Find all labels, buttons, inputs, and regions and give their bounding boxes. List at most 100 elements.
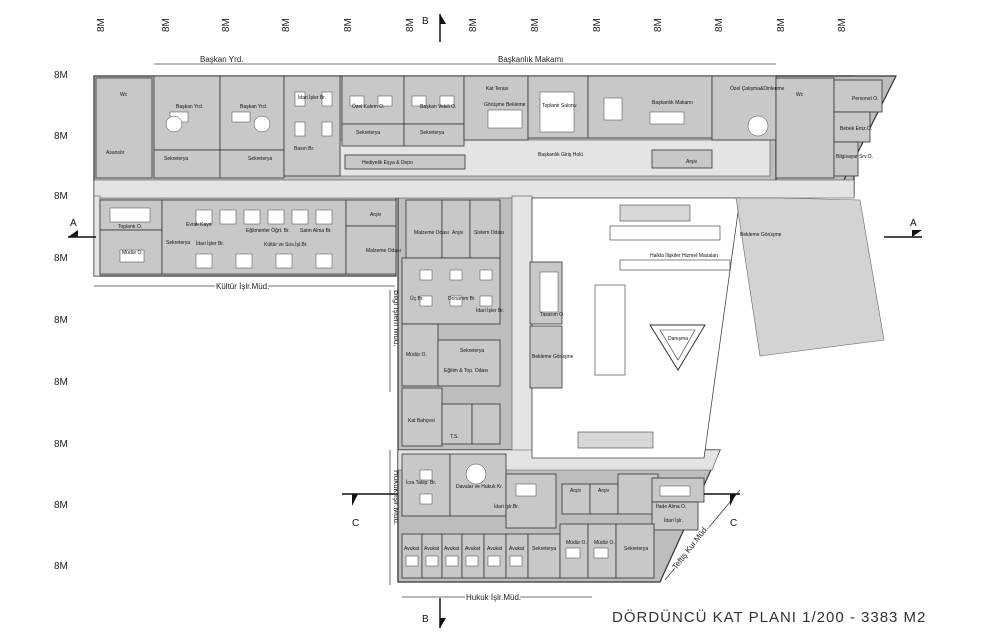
section-letter-a-left: A — [70, 218, 77, 229]
room-label: Avukat — [487, 546, 503, 552]
room-label: Müdür O. — [406, 352, 427, 358]
room-label: Sekreterya — [166, 240, 190, 246]
room-label: Eğitim & Top. Odası — [444, 368, 488, 374]
grid-label: 8M — [714, 18, 725, 32]
section-marks: A A B B C C — [68, 14, 922, 628]
grid-label: 8M — [281, 18, 292, 32]
section-letter-b-bottom: B — [422, 614, 429, 625]
room-label: Müdür O. — [566, 540, 587, 546]
room-label: Arşiv — [686, 159, 698, 165]
dim-label-baskanlik: Başkanlık Makamı — [498, 55, 563, 64]
room-label: Müdür O. — [122, 250, 143, 256]
room-label: Özel Kalem O. — [352, 103, 385, 110]
room-label: İdari İşler Br. — [298, 94, 326, 101]
room-label: Eğitmenler Öğrt. Br. — [246, 227, 290, 234]
dimension-lines — [94, 63, 776, 598]
room-label: Malzeme Odası — [414, 230, 449, 236]
room-label: Bebek Emz.O. — [840, 126, 872, 132]
section-letter-c-right: C — [730, 518, 737, 529]
room-labels: Başkan Yrd. Başkan Yrd. Sekreterya Sekre… — [106, 85, 878, 552]
room-label: Davalar ve Hukuk Kr. — [456, 484, 503, 490]
room-label: Sekreterya — [356, 130, 380, 136]
room-label: Avukat — [509, 546, 525, 552]
room-label: İdari İşler Br. — [196, 240, 224, 247]
grid-label: 8M — [592, 18, 603, 32]
grid-label: 8M — [54, 439, 68, 450]
room-label: Özel Çalışma&Dinlenme — [730, 85, 785, 92]
room-label: Sistem Odası — [474, 230, 504, 236]
room-label: İcra Takip. Br. — [406, 479, 436, 486]
dim-label-baskan-yrd: Başkan Yrd. — [200, 55, 243, 64]
section-letter-b-top: B — [422, 16, 429, 27]
room-label: Görüşme Bekleme — [484, 102, 526, 108]
room-label: İdari İşlr.Br. — [494, 503, 519, 510]
grid-label: 8M — [530, 18, 541, 32]
room-label: Arşiv — [598, 488, 610, 494]
room-label: Arşiv — [570, 488, 582, 494]
room-label: Wc — [120, 92, 128, 98]
dim-label-hukuk-bottom: Hukuk İşlr.Müd. — [466, 593, 521, 602]
room-label: Avukat — [424, 546, 440, 552]
grid-label: 8M — [405, 18, 416, 32]
room-label: Toplantı Salonu — [542, 103, 577, 109]
room-label: Tasarım O. — [540, 312, 564, 318]
room-label: Başkan Vekili O. — [420, 104, 456, 110]
room-label: Sekreterya — [532, 546, 556, 552]
room-label: Basın Br. — [294, 146, 314, 152]
room-label: Sekreterya — [624, 546, 648, 552]
dim-label-kultur: Kültür İşlr.Müd. — [216, 282, 269, 291]
room-label: Malzeme Odası — [366, 248, 401, 254]
room-label: Satın Alma Br. — [300, 228, 332, 234]
plan-title: DÖRDÜNCÜ KAT PLANI 1/200 - 3383 M2 — [612, 608, 926, 626]
grid-label: 8M — [343, 18, 354, 32]
room-label: Sekreterya — [420, 130, 444, 136]
room-label: Başkanlık Makamı — [652, 100, 693, 106]
room-label: Üç Br. — [410, 295, 424, 302]
room-label: Başkanlık Giriş Holü — [538, 152, 583, 158]
room-label: Kat Terası — [486, 86, 508, 92]
room-label: Halkla İlişkiler Hizmet Masaları — [650, 252, 718, 259]
furniture — [109, 91, 769, 567]
grid-label: 8M — [653, 18, 664, 32]
top-grid-labels: 8M 8M 8M 8M 8M 8M 8M 8M 8M 8M 8M 8M 8M — [96, 18, 848, 32]
room-label: Sekreterya — [460, 348, 484, 354]
grid-label: 8M — [54, 253, 68, 264]
room-label: Avukat — [444, 546, 460, 552]
room-label: Personel O. — [852, 96, 878, 102]
room-label: Kültür ve Sos.İşl.Br. — [264, 241, 308, 248]
grid-label: 8M — [468, 18, 479, 32]
room-label: Başkan Yrd. — [240, 104, 267, 110]
room-label: Hediyelik Eşya & Depo — [362, 160, 413, 166]
section-letter-c-left: C — [352, 518, 359, 529]
grid-label: 8M — [54, 377, 68, 388]
section-letter-a-right: A — [910, 218, 917, 229]
room-label: Sekreterya — [164, 156, 188, 162]
room-label: Donanım Br. — [448, 296, 476, 302]
grid-label: 8M — [54, 500, 68, 511]
room-label: Asansör — [106, 150, 125, 156]
room-label: İdari İşlr. — [664, 517, 683, 524]
room-label: Bilgisayar Srv.O. — [836, 154, 873, 160]
grid-label: 8M — [54, 131, 68, 142]
room-label: Toplantı O. — [118, 224, 142, 230]
grid-label: 8M — [54, 315, 68, 326]
room-label: Arşiv — [370, 212, 382, 218]
room-label: Bekleme Görüşme — [532, 354, 574, 360]
grid-label: 8M — [54, 191, 68, 202]
grid-label: 8M — [54, 70, 68, 81]
room-label: Sekreterya — [248, 156, 272, 162]
grid-label: 8M — [776, 18, 787, 32]
room-label: Avukat — [404, 546, 420, 552]
grid-label: 8M — [54, 561, 68, 572]
grid-label: 8M — [96, 18, 107, 32]
left-grid-labels: 8M 8M 8M 8M 8M 8M 8M 8M 8M — [54, 70, 68, 572]
room-label: Danışma — [668, 336, 688, 342]
room-label: Arşiv — [452, 230, 464, 236]
grid-label: 8M — [837, 18, 848, 32]
grid-label: 8M — [161, 18, 172, 32]
room-label: Wc — [796, 92, 804, 98]
room-label: Bekleme Görüşme — [740, 232, 782, 238]
room-label: T.S. — [450, 434, 459, 440]
grid-label: 8M — [221, 18, 232, 32]
